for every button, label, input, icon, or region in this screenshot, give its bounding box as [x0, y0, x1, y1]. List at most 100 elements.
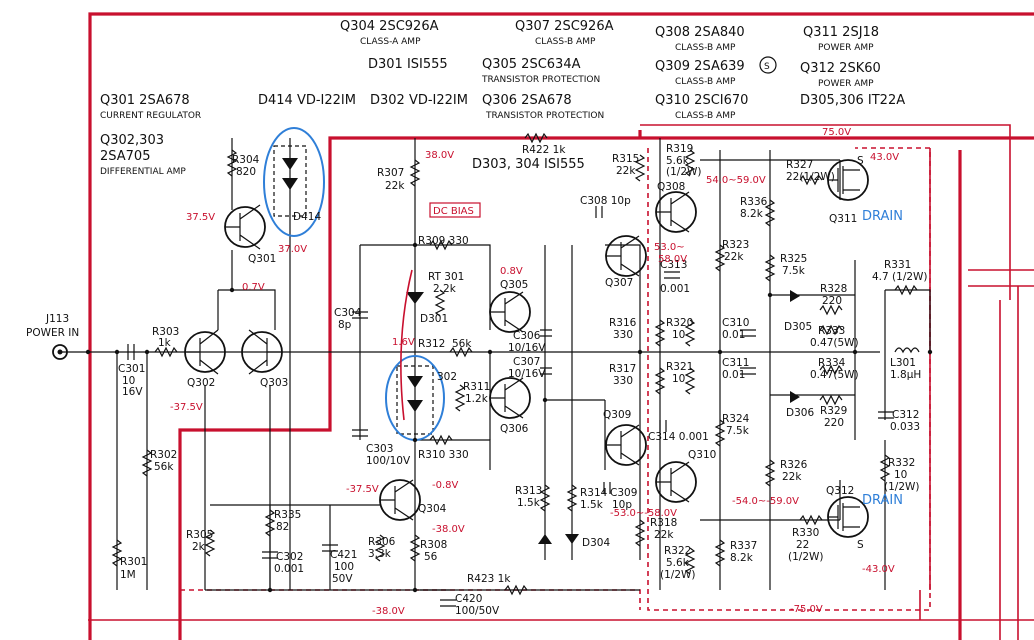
s-mark: S: [764, 62, 770, 72]
gate-drive-net: [700, 159, 841, 521]
resistor-r307: [409, 159, 421, 187]
label-r314: R314: [580, 487, 608, 499]
label-c314: C314 0.001: [648, 431, 709, 443]
voltage-370v: 37.0V: [278, 244, 307, 255]
label-r302v: 56k: [154, 461, 174, 473]
label-c420v: 100/50V: [455, 605, 500, 617]
label-r328: R328: [820, 283, 847, 295]
label-d414: D414: [293, 211, 321, 223]
label-r334: R334: [818, 357, 846, 369]
label-r332v1: 10: [894, 469, 907, 481]
label-d306: D306: [786, 407, 814, 419]
label-c303: C303: [366, 443, 393, 455]
resistor-r322: [684, 547, 696, 575]
label-c421: C421: [330, 549, 357, 561]
resistor-r316: [654, 319, 666, 347]
resistor-r325: [764, 254, 776, 282]
header-q306-sub: TRANSISTOR PROTECTION: [485, 111, 604, 121]
label-r318: R318: [650, 517, 677, 529]
label-r323v: 22k: [724, 251, 744, 263]
label-r321: R321: [666, 361, 693, 373]
capacitor-c308: [595, 206, 603, 218]
frame-border-left-top: [88, 12, 1034, 640]
label-c312v: 0.033: [890, 421, 920, 433]
resistor-r301: [111, 539, 123, 567]
header-d305-306: D305,306 IT22A: [800, 93, 905, 108]
label-r312: R312: [418, 338, 445, 350]
q310-leads: [656, 461, 690, 503]
label-q308: Q308: [657, 181, 685, 193]
d414-package: [273, 145, 307, 217]
diode-d305: [790, 290, 800, 302]
header-q305: Q305 2SC634A: [482, 57, 581, 72]
label-q305: Q305: [500, 279, 528, 291]
label-c309: C309: [610, 487, 637, 499]
label-r317v: 330: [613, 375, 633, 387]
label-q306: Q306: [500, 423, 529, 435]
capacitor-c307: [540, 367, 552, 375]
label-s-top: S: [857, 155, 864, 167]
diode-d301: [406, 292, 424, 304]
q308-leads: [656, 191, 690, 233]
label-r310: R310 330: [418, 449, 469, 461]
label-r330: R330: [792, 527, 819, 539]
label-rt301: RT 301: [428, 271, 464, 283]
label-r327v: 22(1/2W): [786, 171, 835, 183]
resistor-r308: [409, 534, 421, 562]
voltage-m380v: -38.0V: [372, 606, 405, 617]
header-q309-sub: CLASS-B AMP: [675, 77, 736, 87]
label-r324: R324: [722, 413, 750, 425]
header-d303-304: D303, 304 ISI555: [472, 157, 585, 172]
label-r333v: 0.47(5W): [810, 337, 859, 349]
header-d301: D301 ISI555: [368, 57, 448, 72]
resistor-r333: [819, 324, 843, 336]
label-r306v: 3.3k: [368, 548, 392, 560]
header-q310: Q310 2SCI670: [655, 93, 748, 108]
voltage-m43v: -43.0V: [862, 564, 895, 575]
label-c307: C307: [513, 356, 540, 368]
label-r323: R323: [722, 239, 749, 251]
label-j113: J113: [45, 313, 69, 325]
label-c302v: 0.001: [274, 563, 304, 575]
label-r304: R304: [232, 154, 260, 166]
label-r318v: 22k: [654, 529, 674, 541]
voltage-m375v: -37.5V: [170, 402, 203, 413]
d414-diode-b: [282, 178, 298, 190]
highlight-d414: [263, 127, 325, 237]
resistor-r326: [764, 459, 776, 487]
header-2sa705-sub: DIFFERENTIAL AMP: [100, 167, 186, 177]
label-r302: R302: [150, 449, 177, 461]
header-2sa705: 2SA705: [100, 149, 150, 164]
label-r423: R423 1k: [467, 573, 511, 585]
voltage-43v: 43.0V: [870, 152, 899, 163]
label-r312v: 56k: [452, 338, 472, 350]
label-q310: Q310: [688, 449, 716, 461]
resistor-r315: [634, 154, 646, 182]
diode-d306: [790, 391, 800, 403]
voltage-58v: 58.0V: [658, 254, 687, 265]
label-rt301v: 2.2k: [433, 283, 457, 295]
dc-bias-net: [359, 138, 491, 590]
label-c304v: 8p: [338, 319, 352, 331]
label-q312: Q312: [826, 485, 854, 497]
label-r305: R305: [186, 529, 213, 541]
label-r335: R335: [274, 509, 301, 521]
resistor-r311: [454, 384, 466, 412]
capacitor-c311: [740, 367, 756, 375]
voltage-m75v: -75.0V: [790, 604, 823, 615]
drain-label-top: DRAIN: [862, 209, 903, 224]
label-r322v2: (1/2W): [660, 569, 695, 581]
voltage-38v: 38.0V: [425, 150, 454, 161]
capacitor-c309: [603, 482, 611, 494]
label-q307: Q307: [605, 277, 633, 289]
positive-75v-thin: [640, 124, 1011, 300]
label-r311: R311: [463, 381, 490, 393]
voltage-75v: 75.0V: [822, 127, 851, 138]
label-q301: Q301: [248, 253, 276, 265]
label-r322v1: 5.6k: [666, 557, 690, 569]
resistor-r314: [566, 484, 578, 512]
resistor-r324: [714, 419, 726, 447]
voltage-annotations: 38.0V 75.0V 43.0V 37.5V 37.0V 0.7V 0.8V …: [170, 127, 899, 617]
resistor-r303: [154, 346, 178, 358]
capacitor-c310: [740, 329, 756, 337]
